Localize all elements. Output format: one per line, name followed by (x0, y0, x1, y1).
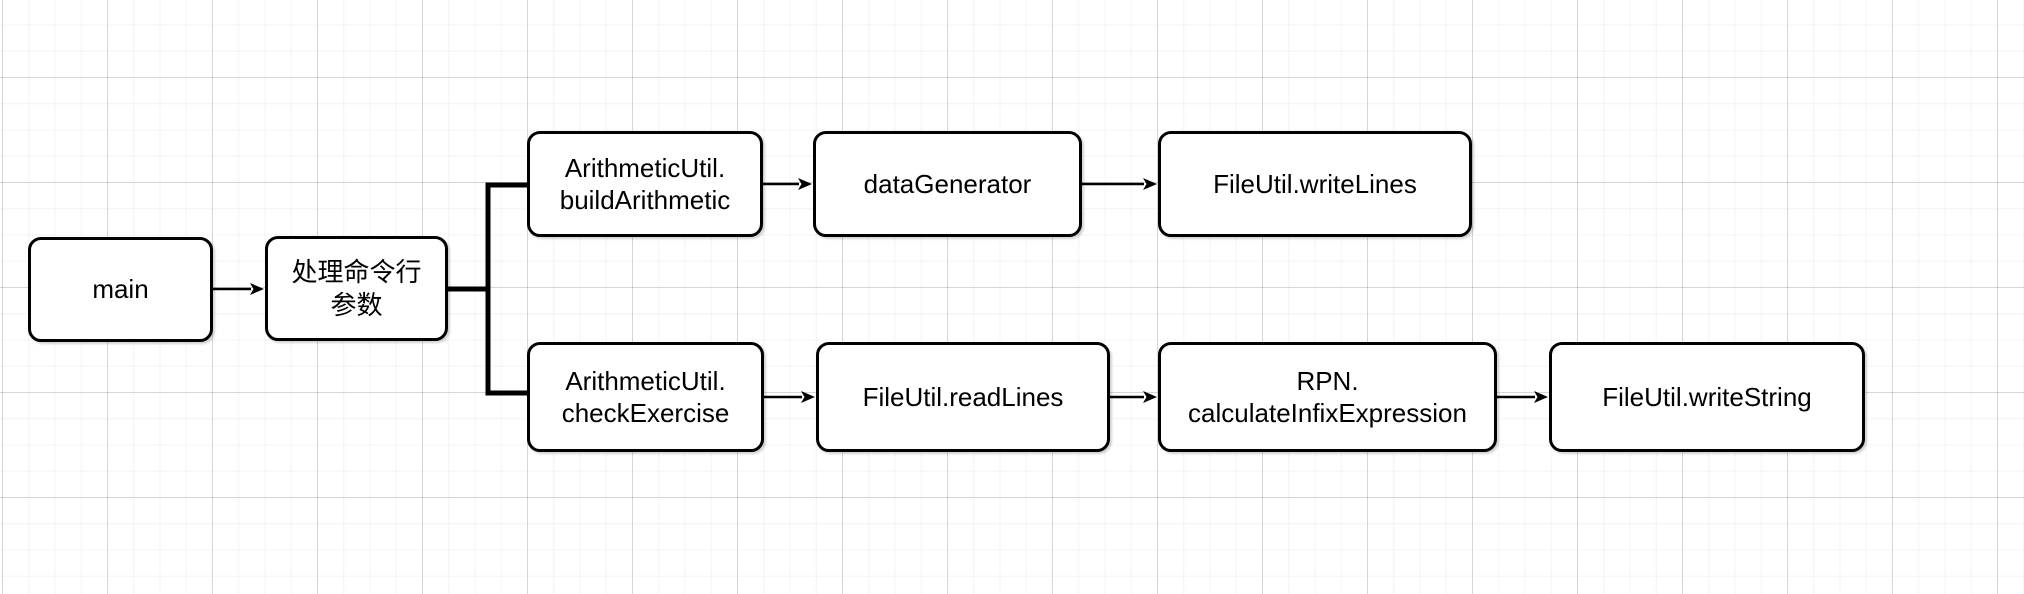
node-label: FileUtil.writeString (1602, 381, 1812, 412)
node-handle-cli-args[interactable]: 处理命令行 参数 (265, 236, 448, 341)
node-label: FileUtil.writeLines (1213, 168, 1417, 199)
node-writelines[interactable]: FileUtil.writeLines (1158, 131, 1472, 237)
node-label: dataGenerator (863, 168, 1032, 199)
node-data-generator[interactable]: dataGenerator (813, 131, 1082, 237)
node-label: ArithmeticUtil. (564, 152, 726, 183)
node-main[interactable]: main (28, 237, 213, 342)
node-label: RPN. (1296, 365, 1359, 396)
edge-branch-tree[interactable] (445, 182, 530, 396)
node-label: buildArithmetic (559, 185, 731, 215)
node-label: main (92, 274, 149, 305)
node-readlines[interactable]: FileUtil.readLines (816, 342, 1110, 452)
node-check-exercise[interactable]: ArithmeticUtil. checkExercise (527, 342, 764, 452)
node-label: FileUtil.readLines (862, 381, 1064, 412)
node-writestring[interactable]: FileUtil.writeString (1549, 342, 1865, 452)
node-label: 参数 (330, 289, 383, 320)
node-build-arithmetic[interactable]: ArithmeticUtil. buildArithmetic (527, 131, 763, 237)
node-calc-infix[interactable]: RPN. calculateInfixExpression (1158, 342, 1497, 452)
node-label: 处理命令行 (291, 257, 422, 287)
node-label: ArithmeticUtil. (565, 365, 726, 396)
node-label: calculateInfixExpression (1188, 398, 1467, 428)
node-label: checkExercise (561, 398, 730, 428)
